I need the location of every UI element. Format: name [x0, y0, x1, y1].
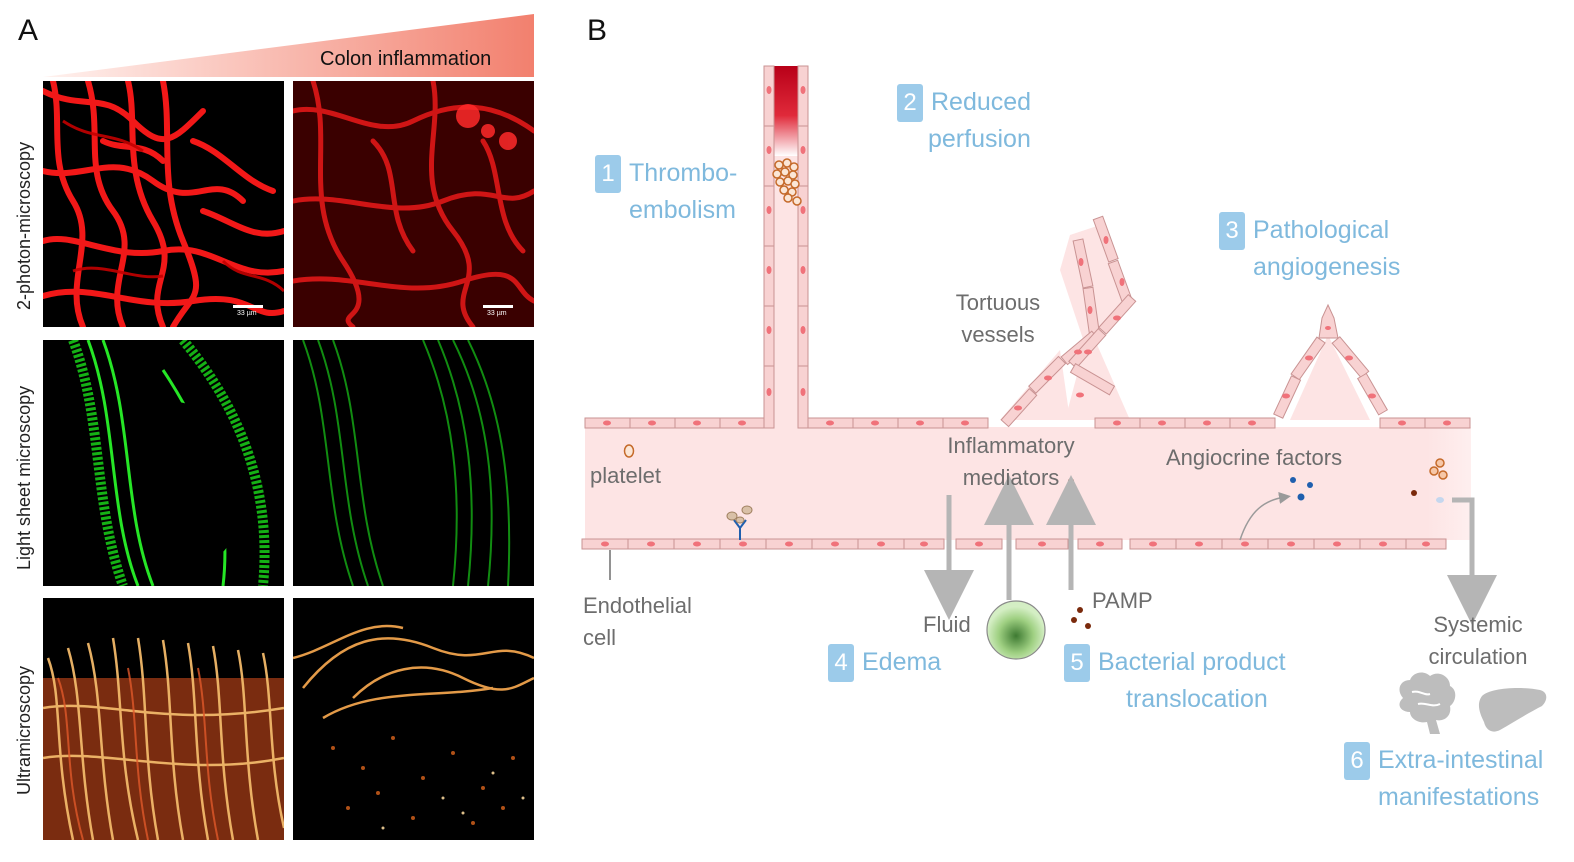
angiocrine-factors-label: Angiocrine factors — [1166, 445, 1343, 470]
image-ultramicroscopy-inflamed — [293, 598, 534, 840]
gradient-label: Colon inflammation — [320, 48, 492, 70]
pamp-label: PAMP — [1092, 588, 1153, 613]
step-6-line1: Extra-intestinal — [1378, 746, 1544, 774]
step-6-line2: manifestations — [1378, 783, 1540, 811]
fluid-label: Fluid — [923, 612, 971, 637]
panel-a-letter: A — [18, 14, 39, 47]
step-3-line2: angiogenesis — [1253, 253, 1401, 281]
image-lightsheet-inflamed — [293, 340, 534, 586]
inflammatory-mediators-label: Inflammatory mediators — [947, 433, 1075, 490]
step-4: 4 Edema — [828, 644, 941, 682]
brain-icon — [1399, 672, 1456, 734]
endothelial-cell-label: Endothelial cell — [583, 593, 692, 650]
thrombus-cells — [772, 158, 802, 206]
step-5-line1: Bacterial product — [1098, 648, 1286, 676]
step-3: 3 Pathological angiogenesis — [1219, 212, 1400, 285]
platelet — [623, 444, 635, 458]
step-3-number: 3 — [1219, 212, 1245, 250]
panel-b-letter: B — [587, 14, 608, 47]
immune-cell-icon — [986, 600, 1046, 660]
step-1: 1 Thrombo- embolism — [595, 155, 737, 228]
step-1-line2: embolism — [629, 196, 736, 224]
liver-icon — [1478, 688, 1547, 732]
step-2-number: 2 — [897, 84, 923, 122]
systemic-circulation-label: Systemic circulation — [1428, 612, 1528, 669]
tortuous-vessels-label: Tortuous vessels — [955, 290, 1041, 347]
step-6: 6 Extra-intestinal manifestations — [1344, 742, 1543, 815]
step-6-number: 6 — [1344, 742, 1370, 780]
step-2-line1: Reduced — [931, 88, 1032, 116]
inflammation-gradient — [43, 14, 534, 77]
step-2-line2: perfusion — [928, 125, 1031, 153]
step-1-line1: Thrombo- — [629, 159, 738, 187]
image-lightsheet-healthy — [43, 340, 284, 586]
antibody-icon — [733, 519, 747, 540]
image-2photon-healthy: 33 µm — [43, 81, 284, 327]
image-2photon-inflamed: 33 µm — [293, 81, 534, 327]
step-5-number: 5 — [1064, 644, 1090, 682]
image-ultramicroscopy-healthy — [43, 598, 284, 840]
step-5: 5 Bacterial product translocation — [1064, 644, 1286, 717]
step-2: 2 Reduced perfusion — [897, 84, 1031, 157]
step-4-line1: Edema — [862, 648, 942, 676]
step-3-line1: Pathological — [1253, 216, 1390, 244]
platelet-label: platelet — [590, 463, 661, 488]
step-5-line2: translocation — [1126, 685, 1268, 713]
step-4-number: 4 — [828, 644, 854, 682]
step-1-number: 1 — [595, 155, 621, 193]
clot — [773, 66, 798, 156]
